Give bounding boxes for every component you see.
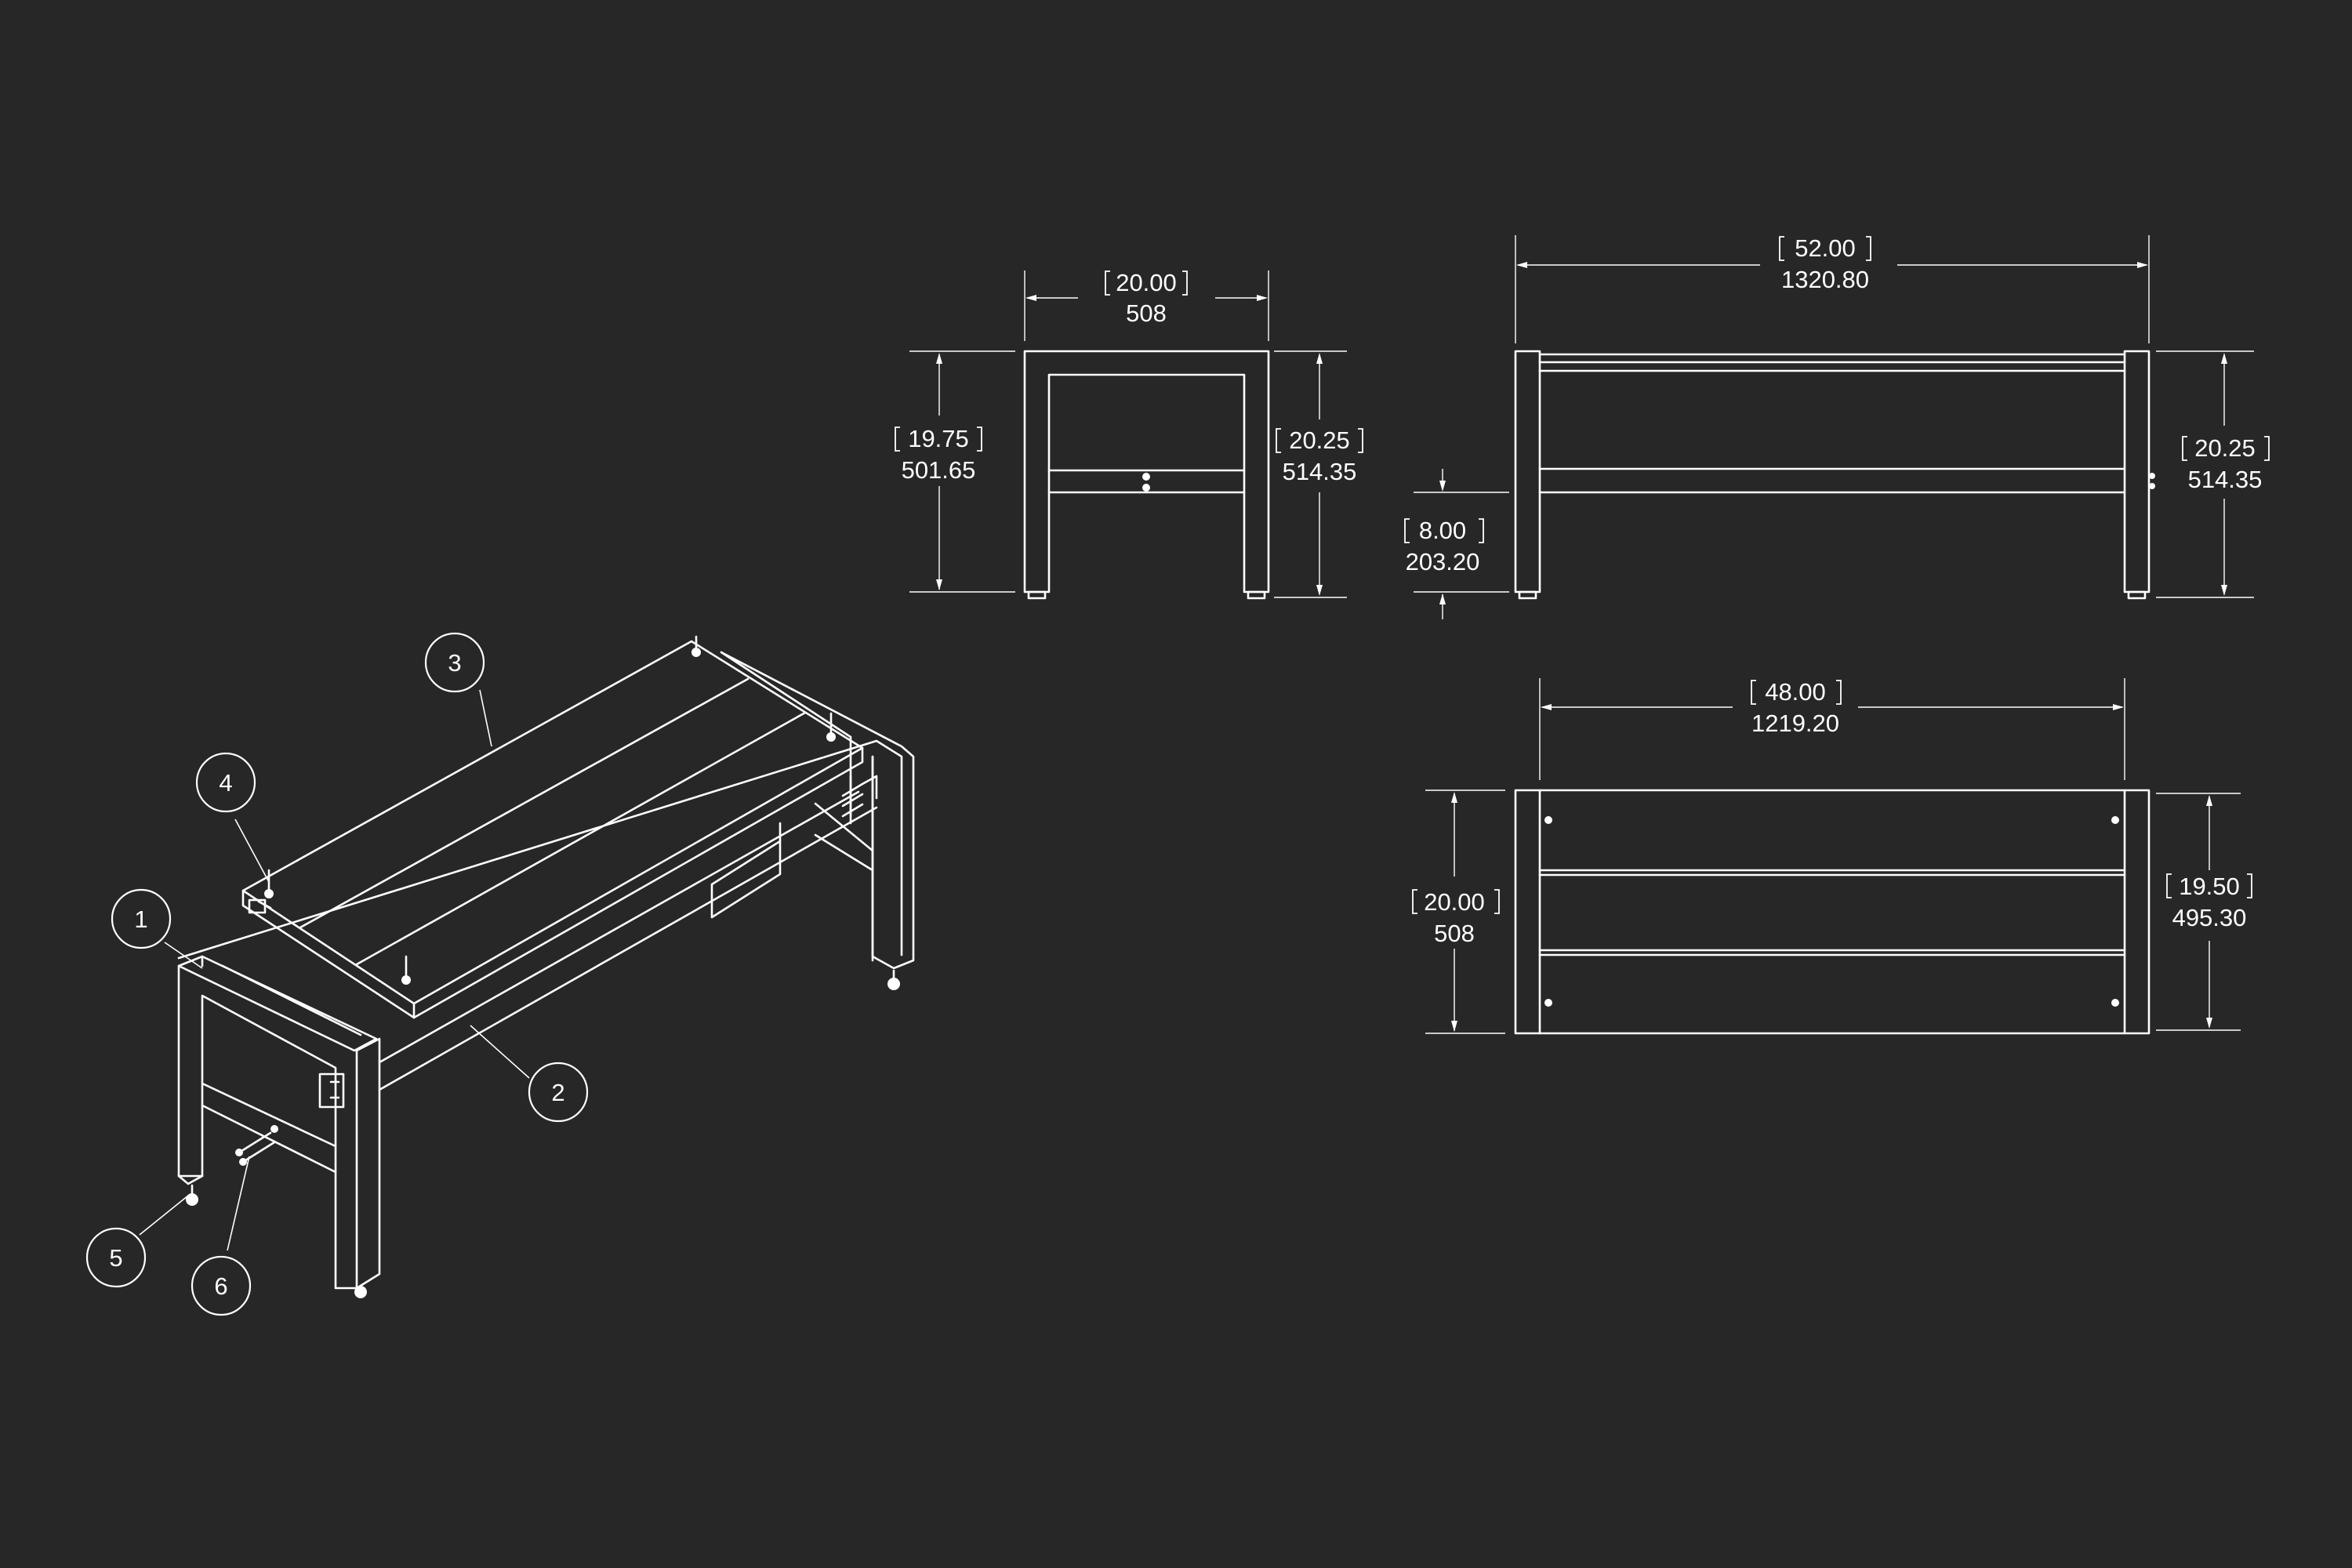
- svg-text:514.35: 514.35: [2188, 466, 2263, 493]
- balloon-2: 2: [528, 1062, 589, 1123]
- dim-top-inner-length: 48.00 1219.20: [1539, 678, 2125, 780]
- svg-text:3: 3: [448, 649, 461, 677]
- svg-text:20.25: 20.25: [1289, 426, 1350, 454]
- svg-text:1219.20: 1219.20: [1751, 710, 1839, 737]
- balloon-6: 6: [191, 1255, 252, 1316]
- part-frame-stretcher: [177, 739, 903, 1091]
- svg-text:20.00: 20.00: [1424, 888, 1485, 916]
- svg-text:1: 1: [134, 906, 147, 933]
- dim-side-height: 20.25 514.35: [2156, 350, 2270, 598]
- svg-text:6: 6: [214, 1272, 227, 1300]
- dim-front-right-height: 20.25 514.35: [1274, 350, 1363, 598]
- svg-text:52.00: 52.00: [1795, 234, 1856, 262]
- svg-text:203.20: 203.20: [1406, 548, 1480, 575]
- part-end-frame-near: [177, 955, 381, 1298]
- balloon-3: 3: [424, 632, 485, 693]
- svg-text:501.65: 501.65: [902, 456, 976, 484]
- svg-text:2: 2: [551, 1079, 564, 1106]
- svg-text:508: 508: [1126, 299, 1167, 327]
- isometric-exploded-view: 1 2 3 4 5 6: [85, 632, 915, 1316]
- svg-text:495.30: 495.30: [2172, 904, 2247, 931]
- svg-text:20.25: 20.25: [2194, 434, 2256, 462]
- svg-text:514.35: 514.35: [1283, 458, 1357, 485]
- svg-text:19.75: 19.75: [908, 425, 969, 452]
- balloon-1: 1: [111, 888, 172, 949]
- svg-text:19.50: 19.50: [2179, 873, 2240, 900]
- side-view: 52.00 1320.80 20.25 514.35 8.00 203.20: [1404, 234, 2270, 619]
- part-bolts: [264, 712, 836, 985]
- svg-text:48.00: 48.00: [1765, 678, 1826, 706]
- dim-front-width: 20.00 508: [1024, 269, 1269, 341]
- svg-text:1320.80: 1320.80: [1781, 266, 1869, 293]
- front-view: 20.00 508 19.75 501.65 20.25 514.35: [895, 269, 1363, 600]
- svg-text:4: 4: [219, 769, 232, 797]
- svg-text:5: 5: [109, 1244, 122, 1272]
- dim-front-left-height: 19.75 501.65: [895, 350, 1015, 593]
- leader-lines: [139, 689, 530, 1251]
- part-seat-top: [241, 635, 864, 1019]
- dim-top-right-depth: 19.50 495.30: [2156, 793, 2252, 1031]
- top-view: 48.00 1219.20 20.00 508 19.50 495.30: [1412, 678, 2252, 1035]
- balloon-5: 5: [85, 1227, 147, 1288]
- dim-top-left-depth: 20.00 508: [1412, 789, 1505, 1034]
- svg-text:508: 508: [1434, 920, 1475, 947]
- dim-side-stretcher-height: 8.00 203.20: [1404, 469, 1509, 619]
- svg-text:20.00: 20.00: [1116, 269, 1177, 296]
- part-end-frame-far: [720, 651, 915, 990]
- svg-text:8.00: 8.00: [1419, 517, 1466, 544]
- balloon-4: 4: [195, 752, 256, 813]
- dim-side-length: 52.00 1320.80: [1515, 234, 2150, 343]
